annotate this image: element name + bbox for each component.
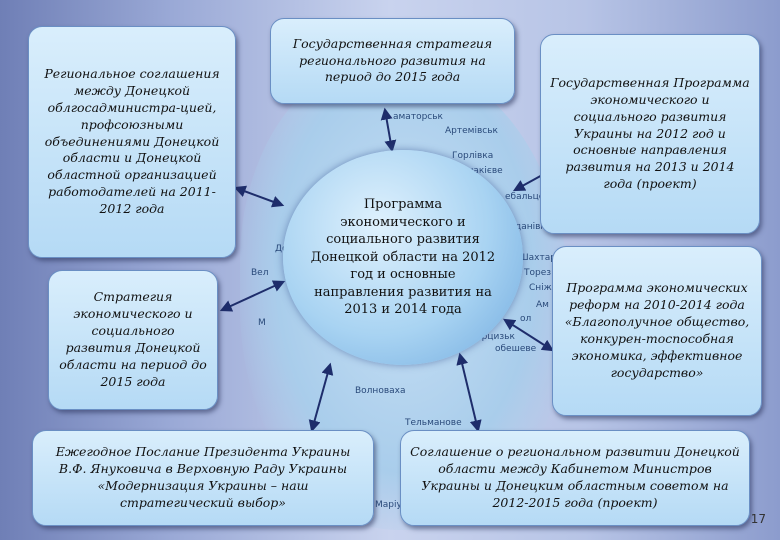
map-label-horlivka: Горлівка	[452, 151, 494, 161]
map-label-yenakieve: енакієве	[462, 166, 503, 176]
arrow-regional-agreement	[233, 185, 285, 208]
arrow-presidential-address	[308, 362, 334, 433]
regional-agreement-box: Региональное соглашения между Донецкой о…	[28, 26, 236, 258]
map-label-volnovakha: Волноваха	[355, 386, 406, 396]
cabinet-agreement-box: Соглашение о региональном развитии Донец…	[400, 430, 750, 526]
central-program-text: Программа экономического и социального р…	[310, 197, 496, 318]
regional-agreement-text: Региональное соглашения между Донецкой о…	[44, 66, 220, 217]
map-label-am: Ам	[536, 300, 549, 310]
state-program-text: Государственная Программа экономического…	[550, 74, 750, 192]
state-program-box: Государственная Программа экономического…	[540, 34, 760, 234]
map-label-khartsyzk: Харцизьк	[470, 332, 515, 342]
state-strategy-box: Государственная стратегия регионального …	[270, 18, 515, 104]
map-label-mariupol: Маріу	[375, 500, 402, 510]
presidential-address-box: Ежегодное Послание Президента Украины В.…	[32, 430, 374, 526]
cabinet-agreement-text: Соглашение о региональном развитии Донец…	[410, 444, 740, 510]
map-label-artemivsk: Артемівськ	[445, 126, 498, 136]
arrow-state-strategy	[380, 107, 397, 153]
map-label-marin: М	[258, 318, 266, 328]
map-label-snizhne: Сніжне	[529, 283, 564, 293]
donetsk-strategy-text: Стратегия экономического и социального р…	[59, 289, 207, 389]
state-strategy-text: Государственная стратегия регионального …	[292, 35, 493, 85]
map-label-kramatorsk: аматорськ	[393, 112, 443, 122]
arrow-cabinet-agreement	[456, 352, 482, 433]
page-number: 17	[750, 512, 766, 526]
reform-program-box: Программа экономических реформ на 2010-2…	[552, 246, 762, 416]
map-label-vel: Вел	[251, 268, 269, 278]
map-label-debaltseve: ебальцеве	[505, 192, 556, 202]
map-label-torez: Торез	[524, 268, 552, 278]
arrow-donetsk-strategy	[219, 280, 286, 312]
map-label-zhdanivka: данівка	[515, 222, 552, 232]
central-program-circle: Программа экономического и социального р…	[283, 150, 523, 365]
arrow-reform-program	[502, 318, 555, 352]
reform-program-text: Программа экономических реформ на 2010-2…	[564, 280, 750, 380]
map-label-telmanove: Тельманове	[405, 418, 462, 428]
map-label-shakhtarsk: Шахтарськ	[519, 253, 572, 263]
donetsk-strategy-box: Стратегия экономического и социального р…	[48, 270, 218, 410]
presidential-address-text: Ежегодное Послание Президента Украины В.…	[55, 444, 351, 510]
